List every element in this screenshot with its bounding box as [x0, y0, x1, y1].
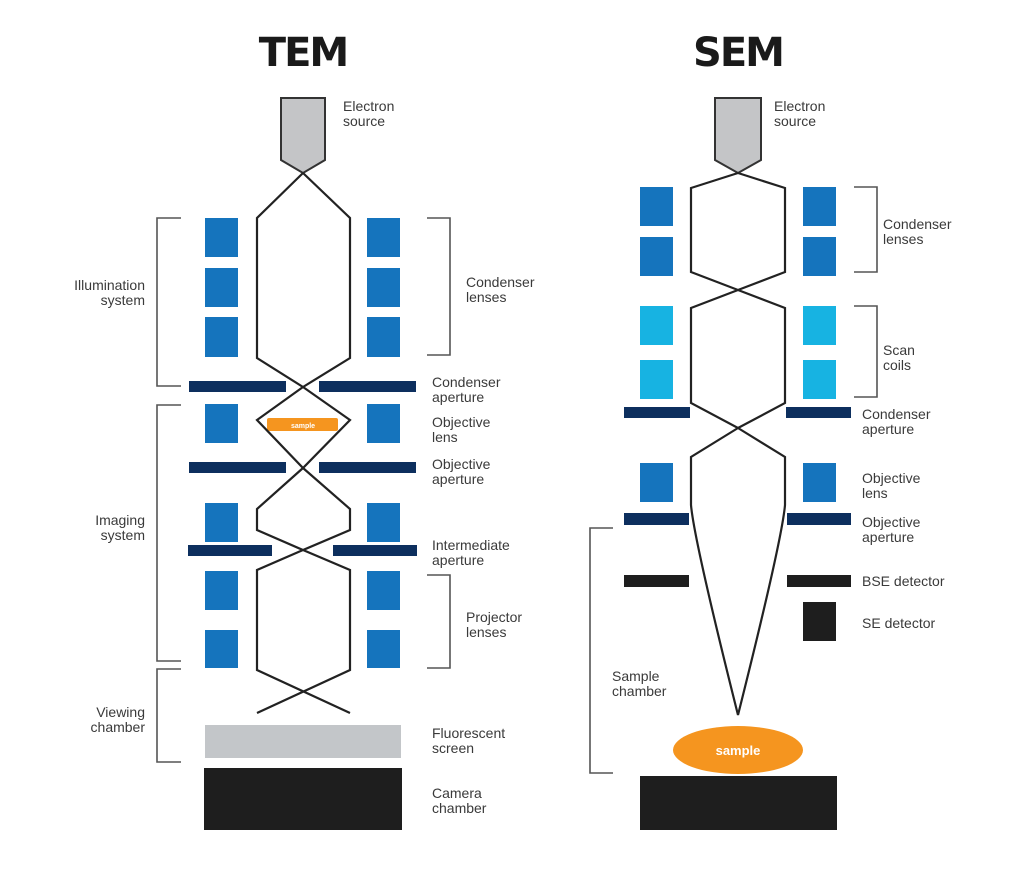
tem-projector-lenses-bracket — [427, 574, 451, 669]
tem-column: TEM sample — [74, 30, 535, 830]
tem-objective-lens-right — [367, 404, 400, 443]
tem-condenser-lens-block — [367, 317, 400, 357]
tem-electron-source — [280, 97, 326, 175]
sem-scan-coil-block — [640, 360, 673, 399]
sem-label-bse-detector: BSE detector — [862, 573, 945, 589]
tem-projector-lens-block — [205, 571, 238, 610]
tem-condenser-lens-block — [205, 218, 238, 257]
sem-sample-chamber-bracket — [589, 527, 613, 774]
tem-intermediate-aperture-left — [188, 545, 272, 556]
sem-bse-detector-left — [624, 575, 689, 587]
tem-condenser-aperture-right — [319, 381, 416, 392]
tem-viewing-bracket — [156, 668, 181, 763]
tem-imaging-bracket — [156, 404, 181, 662]
tem-projector-lens-block — [205, 630, 238, 668]
tem-condenser-aperture-left — [189, 381, 286, 392]
sem-condenser-lens-block — [640, 187, 673, 226]
tem-fluorescent-screen — [205, 725, 401, 758]
sem-label-se-detector: SE detector — [862, 615, 935, 631]
tem-condenser-lens-block — [205, 268, 238, 307]
sem-objective-aperture-right — [787, 513, 851, 525]
sem-sample-label: sample — [716, 743, 761, 758]
tem-projector-lenses — [205, 571, 400, 668]
sem-scan-coil-block — [803, 360, 836, 399]
sem-objective-lens-right — [803, 463, 836, 502]
tem-title: TEM — [259, 30, 347, 76]
tem-condenser-lens-block — [367, 218, 400, 257]
sem-scan-coils-bracket — [854, 305, 878, 398]
tem-illumination-bracket — [156, 217, 181, 387]
tem-projector-lens-block — [367, 630, 400, 668]
tem-condenser-lens-block — [367, 268, 400, 307]
tem-condenser-lens-block — [205, 317, 238, 357]
sem-bse-detector-right — [787, 575, 851, 587]
sem-scan-coil-block — [803, 306, 836, 345]
sem-objective-lens-left — [640, 463, 673, 502]
sem-scan-coil-block — [640, 306, 673, 345]
tem-sample — [267, 418, 338, 431]
sem-condenser-lenses — [640, 187, 836, 276]
sem-electron-beam — [689, 171, 787, 716]
tem-objective-lens-left — [205, 404, 238, 443]
sem-objective-aperture-left — [624, 513, 689, 525]
sem-condenser-lens-block — [803, 187, 836, 226]
sem-condenser-aperture-right — [786, 407, 851, 418]
tem-intermediate-lens-left — [205, 503, 238, 542]
sem-se-detector — [803, 602, 836, 641]
tem-condenser-lenses-bracket — [427, 217, 451, 356]
tem-intermediate-aperture-right — [333, 545, 417, 556]
tem-intermediate-lens-right — [367, 503, 400, 542]
sem-title: SEM — [693, 30, 783, 76]
sem-condenser-aperture-left — [624, 407, 690, 418]
sem-electron-source — [714, 97, 762, 175]
sem-sample-stage — [640, 776, 837, 830]
sem-sample — [673, 726, 803, 774]
sem-scan-coils — [640, 306, 836, 399]
tem-objective-aperture-right — [319, 462, 416, 473]
sem-condenser-lenses-bracket — [854, 186, 878, 273]
tem-camera-chamber — [204, 768, 402, 830]
tem-sample-label: sample — [291, 423, 315, 430]
tem-projector-lens-block — [367, 571, 400, 610]
tem-objective-aperture-left — [189, 462, 286, 473]
tem-condenser-lenses — [205, 218, 400, 357]
tem-electron-beam — [255, 172, 352, 714]
sem-condenser-lens-block — [803, 237, 836, 276]
sem-condenser-lens-block — [640, 237, 673, 276]
